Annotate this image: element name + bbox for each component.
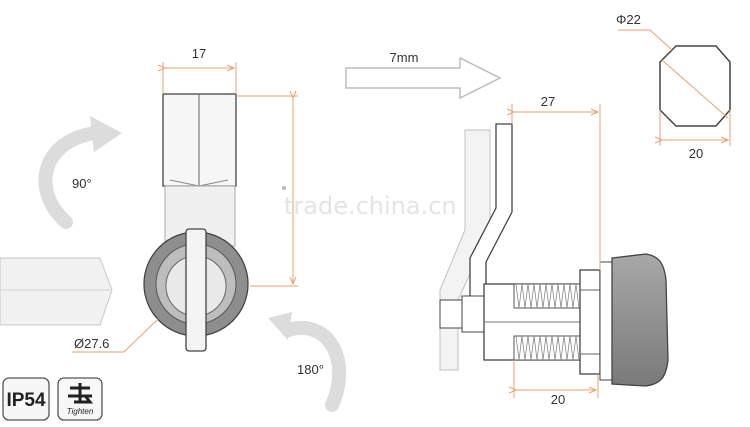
key-slot [185,228,207,352]
octagon-profile [659,45,731,127]
tighten-badge: Tighten [57,377,103,421]
face-diameter-leader [649,29,673,51]
rotation-180-arrowhead [268,312,292,340]
hex-nut [579,269,601,375]
face-diagonal [661,59,729,119]
cam-bar-bevel-2 [198,179,229,187]
washer [599,261,613,381]
ip-badge-label: IP54 [6,390,46,411]
thread-pattern-lower [515,335,580,361]
screw-nut [461,295,485,333]
rotation-180-arrow [281,321,347,412]
dim-vert-mark [282,186,286,190]
face-width-label: 20 [689,146,703,161]
rotation-90-label: 90° [72,176,92,191]
ip-badge-frame [2,377,50,421]
panel-shape [0,257,113,326]
left-front-view: 17 Ø27.6 90° 180° [0,46,347,412]
dim-diameter-leader [123,318,159,353]
dim-17-label: 17 [192,46,206,61]
thread-pattern-upper [515,283,580,309]
ip-rating-badge: IP54 [2,377,50,421]
rotation-90-arrow [38,126,103,229]
thread-lower [513,335,581,361]
lock-knob [611,253,669,387]
tighten-badge-label: Tighten [67,407,94,416]
screw-head [439,299,465,329]
shift-arrow-group: 7mm [345,50,502,100]
watermark: trade.china.cn [284,192,457,220]
right-side-view: 27 20 [439,94,669,407]
shift-label: 7mm [390,50,419,65]
cam-bar-bevel [169,179,200,187]
face-view: Φ22 20 [616,12,731,161]
dim-diameter-label: Ø27.6 [74,336,109,351]
tighten-icon [68,383,94,404]
rotation-180-label: 180° [297,362,324,377]
dim-27-label: 27 [541,94,555,109]
face-diameter-label: Φ22 [616,12,641,27]
dim-20-label: 20 [551,392,565,407]
shift-arrow [345,56,502,100]
rotation-90-arrowhead [90,116,122,152]
